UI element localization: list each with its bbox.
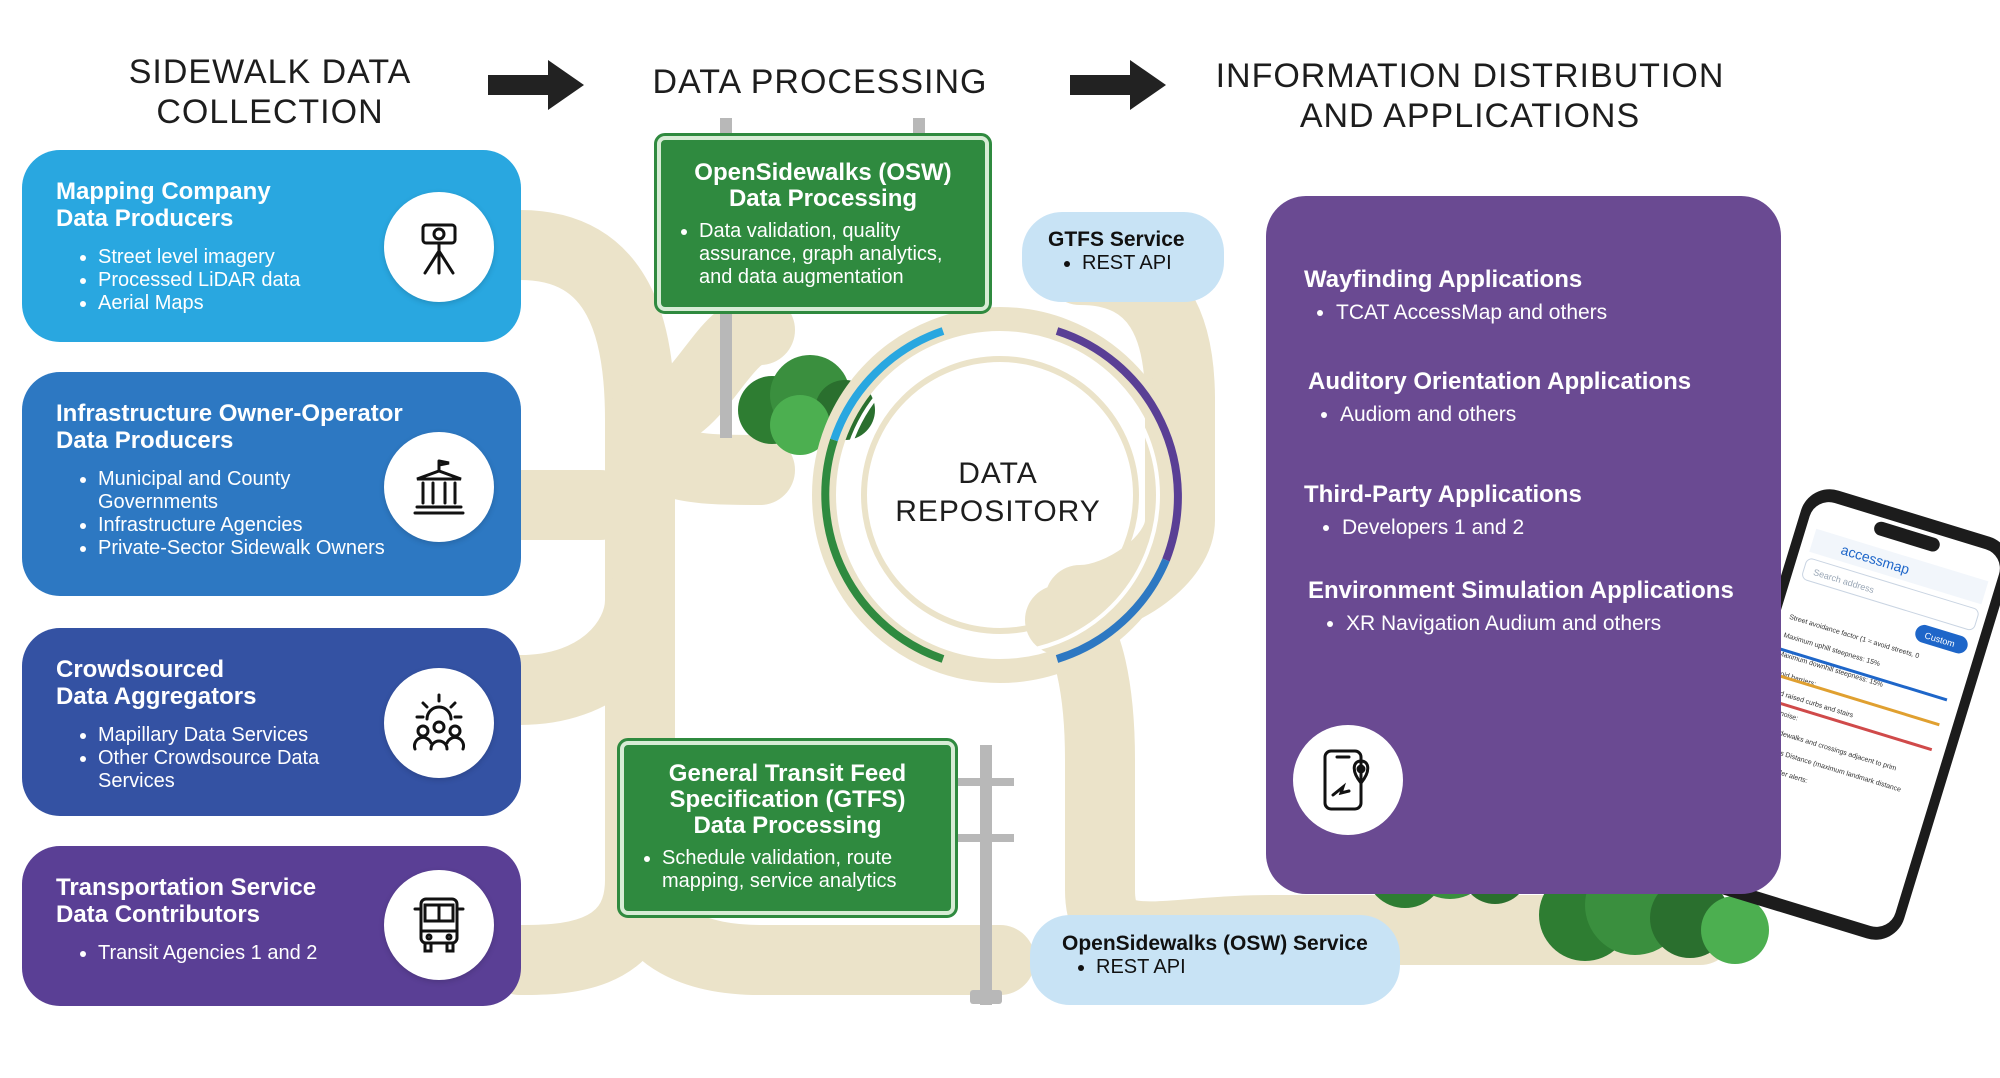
app-title: Auditory Orientation Applications [1308,368,1692,395]
government-building-icon [384,432,494,542]
card-mapping-company: Mapping Company Data Producers Street le… [22,150,521,342]
list-item: XR Navigation Audium and others [1346,611,1734,637]
arrow-processing-to-distribution [1070,60,1166,110]
app-item-list: XR Navigation Audium and others [1308,611,1734,637]
sign-title: General Transit Feed Specification (GTFS… [624,761,951,839]
card-title-line: Data Aggregators [56,683,257,710]
service-title: OpenSidewalks (OSW) Service [1062,932,1368,955]
card-title-line: Crowdsourced [56,656,225,683]
card-title-line: Data Producers [56,205,234,232]
card-title: Crowdsourced Data Aggregators [56,656,521,710]
service-gtfs: GTFS Service REST API [1022,212,1224,302]
app-title: Environment Simulation Applications [1308,577,1734,604]
card-title-line: Transportation Service [56,874,317,901]
repository-line: DATA [958,457,1038,490]
list-item: Schedule validation, route mapping, serv… [662,847,941,893]
header-line: DATA PROCESSING [652,63,988,101]
list-item: Aerial Maps [98,292,521,315]
flow-arrows [488,60,1166,110]
app-auditory-orientation: Auditory Orientation Applications Audiom… [1308,368,1691,428]
sign-item-list: Data validation, quality assurance, grap… [661,220,985,289]
list-item: Mapillary Data Services [98,724,388,747]
app-wayfinding: Wayfinding Applications TCAT AccessMap a… [1304,266,1607,326]
service-osw: OpenSidewalks (OSW) Service REST API [1030,915,1400,1005]
card-title: Transportation Service Data Contributors [56,874,521,928]
sign-osw-data-processing: OpenSidewalks (OSW) Data Processing Data… [654,133,992,314]
header-line: SIDEWALK DATA [128,53,412,91]
list-item: Private-Sector Sidewalk Owners [98,537,438,560]
card-title-line: Data Producers [56,427,234,454]
card-infrastructure-owner: Infrastructure Owner-Operator Data Produ… [22,372,521,596]
list-item: Other Crowdsource Data Services [98,747,388,793]
crowd-gear-icon [384,668,494,778]
list-item: Developers 1 and 2 [1342,515,1582,541]
list-item: Data validation, quality assurance, grap… [699,220,975,289]
sign-title-line: General Transit Feed [668,760,907,787]
card-title: Infrastructure Owner-Operator Data Produ… [56,400,521,454]
arrow-collection-to-processing [488,60,584,110]
app-item-list: Developers 1 and 2 [1304,515,1582,541]
list-item: Processed LiDAR data [98,269,521,292]
list-item: REST API [1082,252,1224,274]
card-item-list: Mapillary Data Services Other Crowdsourc… [56,724,388,793]
repository-line: REPOSITORY [895,495,1101,528]
data-repository-label: DATA REPOSITORY [878,455,1118,531]
app-title: Third-Party Applications [1304,481,1582,508]
surveying-tripod-icon [384,192,494,302]
sign-title: OpenSidewalks (OSW) Data Processing [661,160,985,212]
list-item: Infrastructure Agencies [98,514,388,537]
list-item: Municipal and County Governments [98,468,388,514]
repository-ring [812,307,1188,683]
card-item-list: Municipal and County Governments Infrast… [56,468,388,560]
header-line: INFORMATION DISTRIBUTION [1215,57,1725,95]
list-item: Transit Agencies 1 and 2 [98,942,521,965]
header-data-processing: DATA PROCESSING [640,62,1000,102]
sign-title-line: Data Processing [728,185,918,212]
card-transportation-service: Transportation Service Data Contributors… [22,846,521,1006]
app-title: Wayfinding Applications [1304,266,1583,293]
bus-icon [384,870,494,980]
service-item-list: REST API [1048,252,1224,274]
sign-title-line: Specification (GTFS) [669,786,906,813]
list-item: Street level imagery [98,246,521,269]
list-item: TCAT AccessMap and others [1336,300,1607,326]
card-title-line: Data Contributors [56,901,260,928]
sign-item-list: Schedule validation, route mapping, serv… [624,847,951,893]
service-title: GTFS Service [1048,228,1185,251]
sign-gtfs-data-processing: General Transit Feed Specification (GTFS… [617,738,958,918]
list-item: Audiom and others [1340,402,1691,428]
header-information-distribution: INFORMATION DISTRIBUTION AND APPLICATION… [1190,56,1750,136]
card-title: Mapping Company Data Producers [56,178,521,232]
app-third-party: Third-Party Applications Developers 1 an… [1304,481,1582,541]
card-crowdsourced: Crowdsourced Data Aggregators Mapillary … [22,628,521,816]
list-item: REST API [1096,956,1400,978]
map-pin-phone-icon [1293,725,1403,835]
app-item-list: TCAT AccessMap and others [1304,300,1607,326]
card-title-line: Infrastructure Owner-Operator [56,400,403,427]
header-line: COLLECTION [156,93,384,131]
app-environment-simulation: Environment Simulation Applications XR N… [1308,577,1734,637]
card-item-list: Transit Agencies 1 and 2 [56,942,521,965]
sign-title-line: Data Processing [693,812,882,839]
header-line: AND APPLICATIONS [1299,97,1641,135]
service-item-list: REST API [1062,956,1400,978]
card-item-list: Street level imagery Processed LiDAR dat… [56,246,521,315]
app-item-list: Audiom and others [1308,402,1691,428]
header-sidewalk-data-collection: SIDEWALK DATA COLLECTION [90,52,450,132]
card-title-line: Mapping Company [56,178,271,205]
sign-title-line: OpenSidewalks (OSW) [694,159,952,186]
